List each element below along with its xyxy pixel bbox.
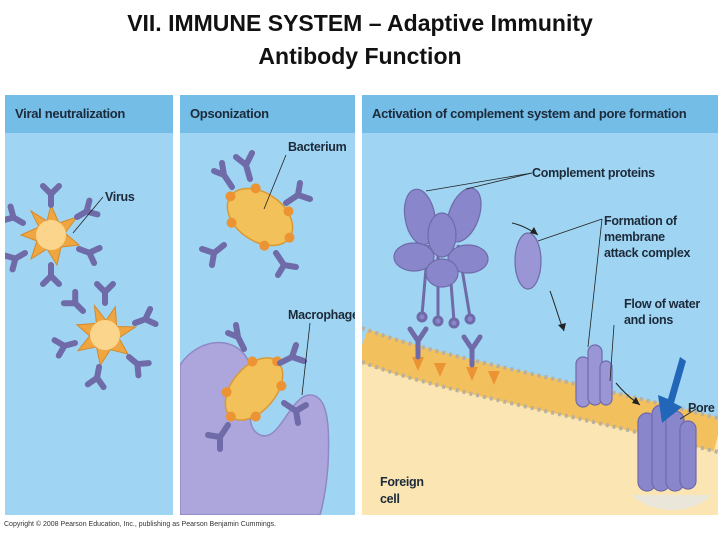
mac-label-line1: Formation of	[604, 214, 677, 228]
slide-subtitle: Antibody Function	[258, 43, 462, 69]
bacterium-2	[221, 356, 287, 422]
flow-arrow-icon	[658, 357, 686, 423]
pore-complex	[637, 404, 697, 492]
mac-label-line2: membrane	[604, 230, 665, 244]
virus-2	[55, 284, 156, 387]
opsonization-heading: Opsonization	[190, 106, 269, 121]
pore-label: Pore	[688, 401, 715, 415]
viral-neutralization-illustration	[5, 95, 173, 515]
copyright-notice: Copyright © 2008 Pearson Education, Inc.…	[4, 521, 277, 528]
panel-header: Viral neutralization	[5, 95, 173, 133]
complement-illustration	[362, 172, 718, 515]
complement-proteins-label: Complement proteins	[532, 166, 655, 180]
panel-header: Activation of complement system and pore…	[362, 95, 718, 133]
slide-title: VII. IMMUNE SYSTEM – Adaptive Immunity	[127, 10, 593, 36]
complement-heading: Activation of complement system and pore…	[372, 106, 687, 121]
macrophage-label: Macrophage	[288, 308, 355, 322]
opsonization-panel: Opsonization	[180, 95, 355, 515]
bacterium-1	[225, 183, 295, 251]
foreign-cell-label-line2: cell	[380, 492, 400, 506]
complement-activation-panel: Activation of complement system and pore…	[362, 95, 718, 515]
opsonization-illustration	[180, 150, 330, 515]
flow-label-line1: Flow of water	[624, 297, 700, 311]
virus-label: Virus	[105, 190, 135, 204]
mac-label-line3: attack complex	[604, 246, 691, 260]
virus-1	[5, 186, 100, 284]
bacterium-label: Bacterium	[288, 140, 347, 154]
flow-label-line2: and ions	[624, 313, 673, 327]
viral-neutralization-heading: Viral neutralization	[15, 106, 126, 121]
foreign-cell-label-line1: Foreign	[380, 475, 424, 489]
viral-neutralization-panel: Viral neutralization	[5, 95, 173, 515]
macrophage-shape	[180, 341, 330, 515]
panel-header: Opsonization	[180, 95, 355, 133]
